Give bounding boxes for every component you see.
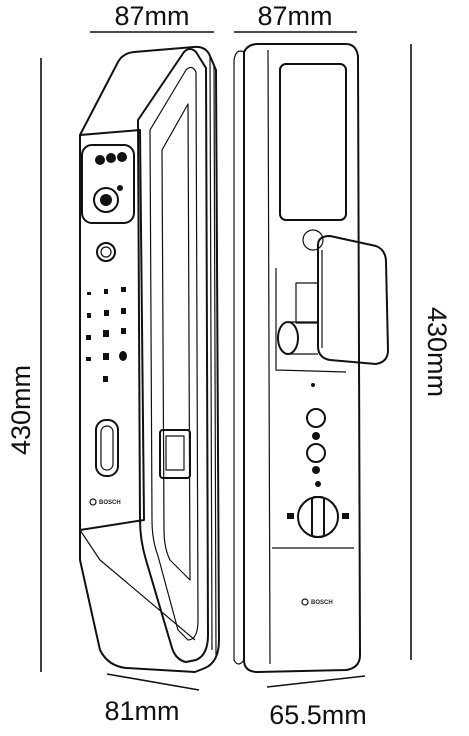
dimension-lines: [40, 31, 412, 691]
keypad-key-star: [86, 357, 91, 361]
lock-switch-right-marker: [342, 513, 349, 519]
keypad-key-5: [104, 310, 109, 316]
front-bosch-logo-icon: [89, 498, 97, 506]
camera-sensor-icon: [117, 185, 123, 191]
thumb-turn-knob: [317, 235, 389, 365]
keypad-key-1: [87, 292, 91, 295]
bottom-left-dimension-label: 81mm: [104, 696, 179, 726]
keypad-key-2: [104, 289, 108, 294]
knob-base: [302, 229, 324, 251]
bottom-left-dimension-line: [106, 673, 200, 691]
battery-cover: [279, 63, 347, 221]
top-right-dimension-label: 87mm: [257, 1, 332, 31]
front-bosch-logo: BOSCH: [99, 500, 121, 506]
sensor-dot-2: [106, 153, 116, 163]
spindle-end: [277, 321, 299, 355]
keyhole-upper-pin: [312, 432, 320, 440]
back-side-edge: [233, 50, 245, 665]
camera-lens-center-icon: [100, 194, 112, 206]
keypad-key-lock: [103, 376, 108, 382]
keypad-key-8: [103, 330, 109, 337]
keypad-key-6: [121, 308, 126, 314]
front-face-panel: [79, 129, 145, 531]
lock-switch-left-marker: [287, 513, 294, 519]
left-height-dimension-label: 430mm: [6, 365, 36, 455]
knob-plate-outline: [275, 268, 347, 373]
reset-button-icon: [315, 481, 321, 487]
front-handle-inner: [149, 66, 199, 641]
right-height-dimension-label: 430mm: [422, 307, 452, 397]
status-indicator-icon: [311, 383, 315, 387]
keypad-key-hash: [119, 351, 127, 361]
doorbell-button: [96, 242, 116, 262]
lock-switch: [297, 496, 339, 538]
spindle-housing: [295, 282, 319, 324]
sensor-dot-1: [95, 155, 105, 165]
fingerprint-reader-inner: [100, 425, 114, 471]
front-body-outline: [79, 45, 220, 673]
front-lock-view: BOSCH: [79, 45, 220, 673]
back-body-outline: [243, 43, 361, 673]
back-bosch-logo-icon: [301, 598, 309, 606]
bottom-right-dimension-label: 65.5mm: [269, 700, 367, 730]
back-lock-view: BOSCH: [233, 43, 389, 673]
front-latch-block: [159, 429, 191, 479]
front-side-edge-2: [213, 63, 217, 656]
keypad-key-7: [86, 335, 91, 340]
top-left-dimension-label: 87mm: [114, 1, 189, 31]
front-handle-outer: [137, 48, 209, 663]
front-lower-panel-edge: [79, 529, 196, 641]
sensor-dot-3: [117, 152, 127, 162]
keyhole-lower-pin: [312, 466, 320, 474]
keyhole-lower: [306, 443, 326, 463]
keypad: [86, 287, 127, 382]
keyhole-upper: [306, 408, 326, 428]
back-inner-edge: [267, 49, 271, 665]
front-latch-inner: [165, 435, 185, 471]
fingerprint-reader: [95, 419, 119, 477]
bottom-right-dimension-line: [266, 675, 366, 688]
lock-switch-lever: [311, 496, 325, 538]
back-bosch-logo: BOSCH: [311, 600, 333, 606]
keypad-key-3: [121, 287, 126, 292]
keypad-key-0: [103, 353, 109, 360]
doorbell-inner: [100, 246, 112, 258]
keypad-key-4: [87, 313, 91, 318]
front-side-edge: [209, 55, 213, 651]
keypad-key-9: [121, 328, 126, 334]
camera-lens-icon: [93, 187, 119, 213]
camera-module: [81, 144, 135, 224]
spindle-shaft: [288, 321, 318, 355]
front-handle-groove: [161, 103, 191, 581]
